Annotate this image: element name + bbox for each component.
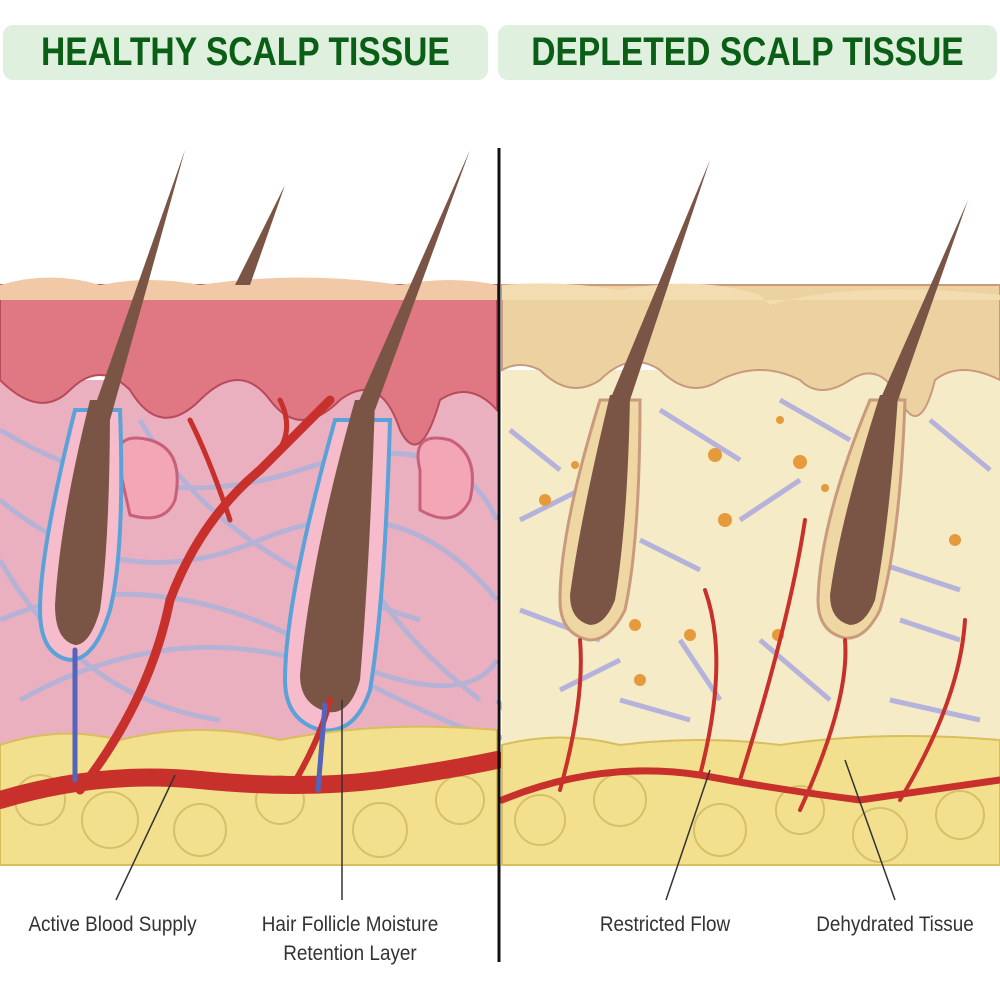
label-moisture-line1: Hair Follicle Moisture: [261, 913, 439, 936]
healthy-scalp-title: HEALTHY SCALP TISSUE: [41, 30, 450, 74]
depleted-scalp-header: DEPLETED SCALP TISSUE: [498, 25, 997, 80]
depleted-skin-surface: [502, 283, 1000, 305]
healthy-scalp-header: HEALTHY SCALP TISSUE: [3, 25, 488, 80]
healthy-fat-layer: [0, 725, 498, 866]
healthy-skin-surface: [0, 277, 497, 300]
label-active-blood-supply: Active Blood Supply: [28, 913, 197, 936]
label-restricted-flow: Restricted Flow: [599, 913, 731, 936]
label-leader-lines: [115, 700, 896, 901]
depleted-epidermis: [501, 284, 1000, 417]
depleted-debris-particles: [539, 416, 961, 686]
healthy-blood-vessels: [0, 395, 506, 809]
depleted-blood-vessels: [498, 518, 1000, 812]
depleted-scalp-title: DEPLETED SCALP TISSUE: [531, 30, 964, 74]
label-moisture-retention-layer: Hair Follicle Moisture Retention Layer: [247, 910, 454, 968]
label-dehydrated-tissue: Dehydrated Tissue: [816, 913, 974, 936]
depleted-fat-cells: [514, 773, 985, 863]
healthy-hair-follicles: [37, 150, 470, 733]
healthy-sebaceous-glands: [116, 436, 474, 520]
label-moisture-line2: Retention Layer: [283, 942, 417, 965]
healthy-tissue-panel: [0, 150, 516, 866]
depleted-collagen-fibers: [508, 397, 992, 723]
depleted-tissue-panel: [498, 160, 1000, 866]
depleted-hair-follicles: [558, 160, 968, 642]
